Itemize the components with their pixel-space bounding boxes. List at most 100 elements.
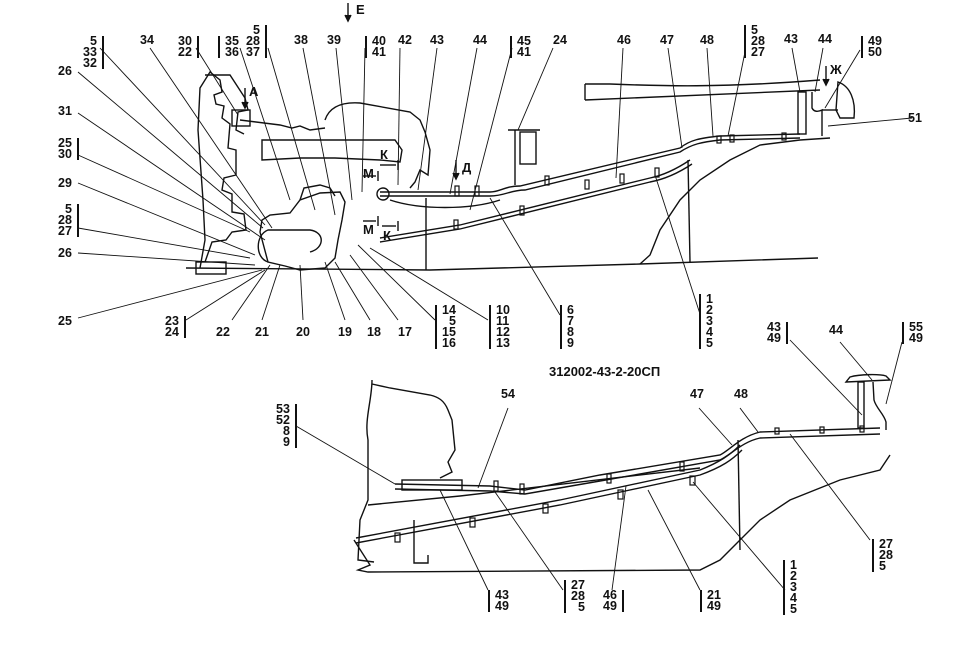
base-plate bbox=[185, 257, 819, 271]
top-assembly bbox=[185, 70, 856, 275]
callout-21-49: 21 49 bbox=[700, 589, 721, 612]
drawing-code: 312002-43-2-20СП bbox=[549, 364, 661, 379]
bottom-engine-top bbox=[371, 383, 456, 479]
bottom-base-line bbox=[367, 467, 701, 506]
view-marker-e: Е bbox=[356, 2, 365, 17]
fuel-tank-top bbox=[585, 79, 821, 87]
filler-pipe bbox=[857, 381, 865, 429]
callout-51: 51 bbox=[908, 111, 922, 125]
callout-10-13: 10 11 12 13 bbox=[489, 304, 510, 349]
callout-35-36: 35 36 bbox=[218, 35, 239, 58]
callout-54: 54 bbox=[501, 387, 515, 401]
part-b-circle bbox=[376, 187, 390, 201]
callout-5-28-27-top: 5 28 27 bbox=[744, 24, 765, 58]
callout-48: 48 bbox=[700, 33, 714, 47]
tank-pipe-43 bbox=[797, 91, 807, 135]
clamps-top bbox=[453, 132, 787, 230]
view-marker-a: А bbox=[249, 84, 259, 99]
callout-24: 24 bbox=[553, 33, 567, 47]
section-marker-k-upper: К bbox=[380, 147, 388, 162]
callout-26-upper: 26 bbox=[58, 64, 72, 78]
bottom-tank-vertical bbox=[737, 439, 741, 551]
callout-26-lower: 26 bbox=[58, 246, 72, 260]
callout-25-30: 25 30 bbox=[58, 137, 79, 160]
callout-18: 18 bbox=[367, 325, 381, 339]
return-line bbox=[389, 199, 501, 209]
view-arrows bbox=[241, 3, 830, 231]
callout-1-5-top: 1 2 3 4 5 bbox=[699, 293, 713, 349]
callout-49-50: 49 50 bbox=[861, 35, 882, 58]
callout-5-33-32: 5 33 32 bbox=[83, 35, 104, 69]
callout-44: 44 bbox=[473, 33, 487, 47]
filter-24 bbox=[519, 131, 537, 165]
callout-5-28-27-left: 5 28 27 bbox=[58, 203, 79, 237]
fuel-line-lower-2 bbox=[379, 163, 693, 243]
bulkhead-inner bbox=[205, 74, 249, 135]
leader-lines-top bbox=[77, 47, 913, 321]
callout-30-22: 30 22 bbox=[178, 35, 199, 58]
fuel-line-upper-2 bbox=[380, 137, 801, 197]
callout-39: 39 bbox=[327, 33, 341, 47]
bottom-assembly bbox=[353, 373, 892, 573]
callout-29: 29 bbox=[58, 176, 72, 190]
bottom-hull bbox=[353, 454, 891, 573]
filler-cap bbox=[844, 373, 892, 383]
view-a-box bbox=[231, 109, 251, 127]
callout-38: 38 bbox=[294, 33, 308, 47]
callout-17: 17 bbox=[398, 325, 412, 339]
callout-23-24: 23 24 bbox=[165, 315, 186, 338]
callout-43-49-upper: 43 49 bbox=[767, 321, 788, 344]
callout-46: 46 bbox=[617, 33, 631, 47]
callout-27-28-5-lower: 27 28 5 bbox=[564, 579, 585, 613]
section-marker-m-lower: М bbox=[363, 222, 374, 237]
clamps-bottom bbox=[394, 425, 865, 543]
callout-19: 19 bbox=[338, 325, 352, 339]
callout-43-49-lower: 43 49 bbox=[488, 589, 509, 612]
section-marker-m-upper: М bbox=[363, 166, 374, 181]
leader-lines-bottom bbox=[295, 339, 903, 591]
callout-20: 20 bbox=[296, 325, 310, 339]
callout-43: 43 bbox=[430, 33, 444, 47]
callout-34: 34 bbox=[140, 33, 154, 47]
fuel-tank-bottom bbox=[584, 89, 821, 101]
callout-48-bottom: 48 bbox=[734, 387, 748, 401]
callout-44-right: 44 bbox=[818, 32, 832, 46]
fuel-line-upper bbox=[380, 133, 801, 193]
callout-42: 42 bbox=[398, 33, 412, 47]
callout-53-52-8-9: 53 52 8 9 bbox=[276, 403, 297, 448]
hull-vertical bbox=[687, 159, 691, 263]
pipe-u-loop bbox=[257, 229, 322, 263]
callout-6-9: 6 7 8 9 bbox=[560, 304, 574, 349]
callout-27-28-5-right: 27 28 5 bbox=[872, 538, 893, 572]
tank-pipe-44 bbox=[811, 92, 823, 136]
fuel-line-lower bbox=[379, 159, 691, 239]
bottom-fuel-line-1 bbox=[394, 427, 881, 491]
callout-31: 31 bbox=[58, 104, 72, 118]
tank-cap bbox=[835, 81, 856, 119]
callout-14-5-15-16: 14 5 15 16 bbox=[435, 304, 456, 349]
callout-5-28-37: 5 28 37 bbox=[246, 24, 267, 58]
engine-cover bbox=[324, 102, 431, 189]
callout-47: 47 bbox=[660, 33, 674, 47]
filler-hose bbox=[872, 381, 887, 430]
view-marker-zh: Ж bbox=[830, 62, 842, 77]
bottom-fuel-line-3 bbox=[355, 444, 741, 539]
view-marker-d: Д bbox=[462, 160, 472, 175]
filter-assembly bbox=[259, 191, 346, 271]
callout-25: 25 bbox=[58, 314, 72, 328]
callout-1-5-bottom: 1 2 3 4 5 bbox=[783, 559, 797, 615]
section-marker-k-lower: К bbox=[383, 228, 391, 243]
bottom-support bbox=[413, 520, 429, 564]
bulkhead-outline bbox=[197, 70, 247, 269]
engine-block bbox=[261, 139, 403, 163]
callout-21: 21 bbox=[255, 325, 269, 339]
callout-22: 22 bbox=[216, 325, 230, 339]
callout-45-41: 45 41 bbox=[510, 35, 531, 58]
hull-outline bbox=[639, 137, 831, 265]
callout-47-bottom: 47 bbox=[690, 387, 704, 401]
air-pipe bbox=[239, 119, 326, 131]
callout-46-49: 46 49 bbox=[603, 589, 624, 612]
callout-40-41: 40 41 bbox=[365, 35, 386, 58]
